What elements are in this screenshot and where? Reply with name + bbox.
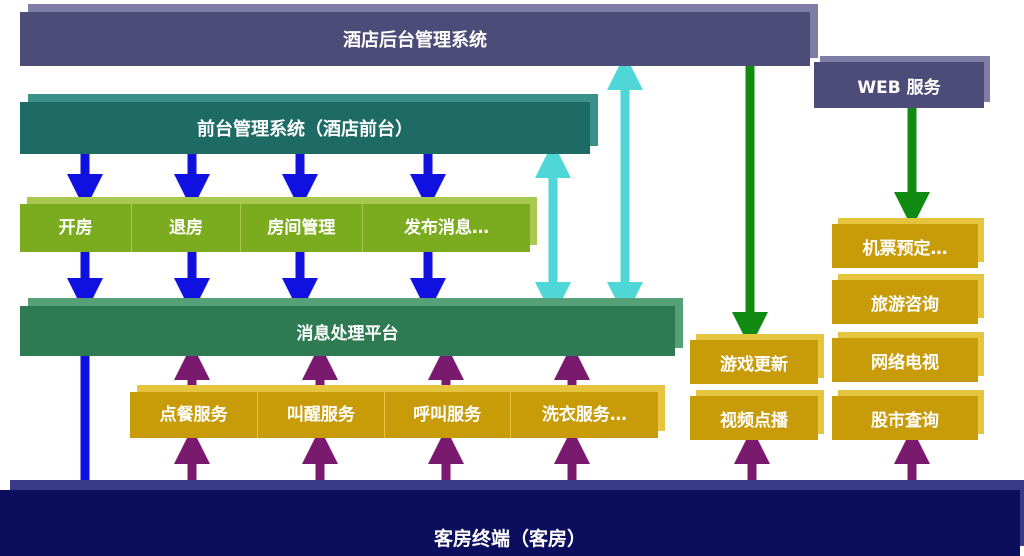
- media-service-video-on-demand: 视频点播: [690, 396, 818, 440]
- function-item: 退房: [132, 204, 241, 252]
- service-item: 叫醒服务: [258, 392, 385, 438]
- function-item: 发布消息…: [403, 218, 489, 238]
- message-platform: 消息处理平台: [20, 306, 675, 356]
- guest-room-terminal: 客房终端（客房）: [0, 490, 1020, 556]
- room-services: 点餐服务 叫醒服务 呼叫服务 洗衣服务…: [130, 392, 658, 438]
- front-desk-functions: 开房 退房 房间管理 发布消息…: [20, 204, 530, 252]
- media-service-game-update: 游戏更新: [690, 340, 818, 384]
- purple-arrows-to-platform: [174, 344, 590, 392]
- web-service-stock-query: 股市查询: [832, 396, 978, 440]
- web-service: WEB 服务: [814, 62, 984, 108]
- function-item: 开房: [20, 204, 133, 252]
- web-service-internet-tv: 网络电视: [832, 338, 978, 382]
- web-service-ticket-booking: 机票预定…: [832, 224, 978, 268]
- blue-arrows-to-platform: [67, 252, 446, 314]
- hotel-backend-system: 酒店后台管理系统: [20, 12, 810, 66]
- front-desk-system: 前台管理系统（酒店前台）: [20, 102, 590, 154]
- service-item: 点餐服务: [130, 392, 259, 438]
- function-item: 房间管理: [241, 204, 363, 252]
- blue-arrows-to-functions: [67, 152, 446, 210]
- web-service-travel-info: 旅游咨询: [832, 280, 978, 324]
- service-item: 呼叫服务: [385, 392, 511, 438]
- service-item: 洗衣服务…: [541, 405, 627, 425]
